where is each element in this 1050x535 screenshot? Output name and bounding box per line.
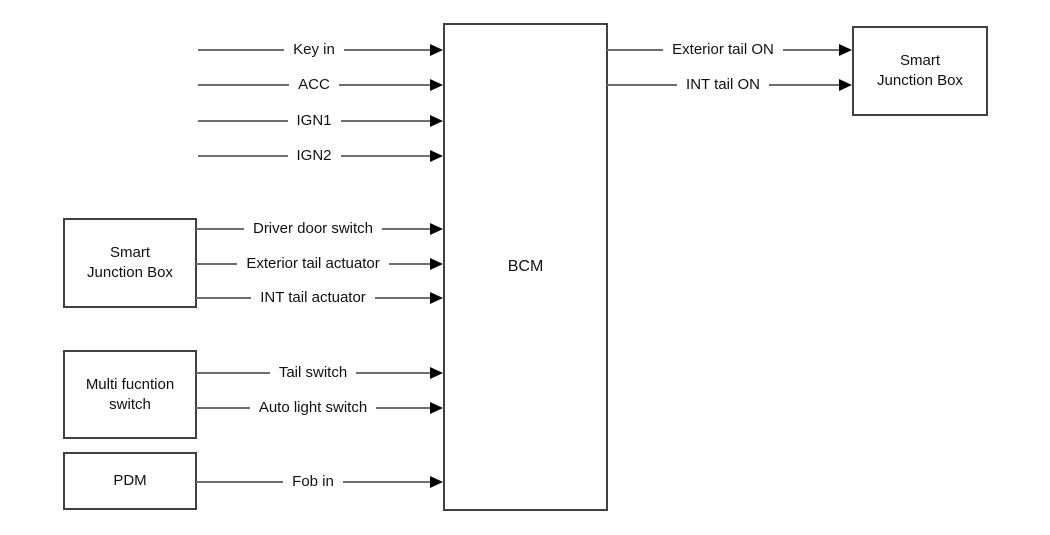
arrowhead-icon [839, 44, 853, 56]
smart-junction-box-left-label-line1: Smart [109, 244, 150, 261]
input-row-auto-light-switch: Auto light switch [196, 396, 444, 420]
arrowhead-icon [430, 292, 444, 304]
wire-line [388, 263, 431, 265]
wire-line [196, 297, 252, 299]
signal-label: Driver door switch [252, 220, 374, 237]
multi-function-switch-label-line2: switch [109, 395, 151, 413]
arrowhead-icon [430, 367, 444, 379]
signal-label: Tail switch [278, 364, 348, 381]
box-pdm: PDM [63, 452, 197, 510]
arrowhead-icon [430, 115, 444, 127]
arrowhead-icon [839, 79, 852, 91]
wire-line [607, 49, 664, 51]
arrowhead-icon [430, 476, 444, 488]
signal-label: IGN2 [296, 147, 332, 164]
signal-label: Fob in [292, 473, 334, 490]
wire-line [382, 228, 430, 230]
multi-function-switch-label-line1: Multi fucntion [85, 375, 175, 393]
wire-line [196, 481, 284, 483]
wire-line [198, 49, 285, 51]
signal-label: IGN1 [296, 112, 332, 129]
arrowhead-icon [430, 79, 444, 91]
box-smart-junction-box-left: Smart Junction Box [63, 218, 197, 308]
wire-line [196, 228, 244, 230]
arrowhead-icon [430, 44, 444, 56]
input-row-fob-in: Fob in [196, 470, 444, 494]
box-multi-function-switch: Multi fucntion switch [63, 350, 197, 439]
signal-label: Auto light switch [258, 399, 368, 416]
box-smart-junction-box-right: Smart Junction Box [852, 26, 988, 116]
input-row-ign2: IGN2 [198, 144, 444, 168]
signal-label: Exterior tail actuator [246, 255, 380, 272]
wire-line [607, 84, 678, 86]
signal-label: INT tail actuator [260, 289, 366, 306]
wire-line [343, 49, 431, 51]
signal-label: ACC [298, 76, 330, 93]
smart-junction-box-right-label-line2: Junction Box [877, 72, 963, 89]
arrowhead-icon [430, 223, 443, 235]
input-row-acc: ACC [198, 73, 444, 97]
signal-label: Exterior tail ON [672, 41, 774, 58]
wire-line [374, 297, 431, 299]
arrowhead-icon [430, 258, 444, 270]
wire-line [196, 372, 270, 374]
wire-line [768, 84, 839, 86]
output-row-exterior-tail-on: Exterior tail ON [607, 38, 853, 62]
wire-line [198, 155, 288, 157]
wire-line [198, 84, 290, 86]
wire-line [196, 263, 238, 265]
input-row-driver-door-switch: Driver door switch [196, 217, 443, 241]
signal-label: INT tail ON [686, 76, 760, 93]
wire-line [340, 120, 431, 122]
wire-line [198, 120, 288, 122]
input-row-tail-switch: Tail switch [196, 361, 444, 385]
wire-line [196, 407, 250, 409]
input-row-int-tail-actuator: INT tail actuator [196, 286, 444, 310]
wire-line [356, 372, 431, 374]
box-bcm: BCM [443, 23, 608, 511]
smart-junction-box-right-label-line1: Smart [899, 52, 940, 69]
arrowhead-icon [430, 150, 444, 162]
input-row-key-in: Key in [198, 38, 444, 62]
input-row-ign1: IGN1 [198, 109, 444, 133]
input-row-exterior-tail-actuator: Exterior tail actuator [196, 252, 444, 276]
pdm-label: PDM [113, 472, 147, 489]
wire-line [782, 49, 840, 51]
smart-junction-box-left-label-line2: Junction Box [87, 264, 173, 281]
signal-label: Key in [293, 41, 335, 58]
wire-line [342, 481, 431, 483]
output-row-int-tail-on: INT tail ON [607, 73, 852, 97]
wire-line [340, 155, 431, 157]
wire-line [376, 407, 431, 409]
bcm-label: BCM [507, 258, 544, 275]
wire-line [338, 84, 431, 86]
arrowhead-icon [430, 402, 444, 414]
